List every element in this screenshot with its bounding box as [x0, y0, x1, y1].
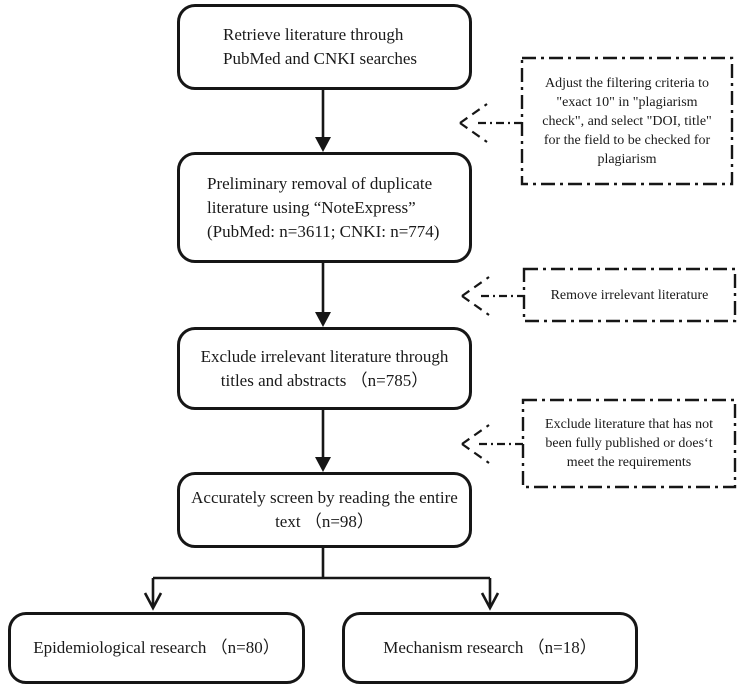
text-line: (PubMed: n=3611; CNKI: n=774) — [207, 221, 440, 241]
text-line: check", and select "DOI, title" — [542, 113, 712, 129]
text-line: literature using “NoteExpress” — [207, 197, 416, 217]
text-line: Mechanism research （n=18） — [383, 638, 597, 657]
text-line: Exclude literature that has not — [545, 417, 713, 432]
text-line: PubMed and CNKI searches — [223, 49, 418, 68]
branch-arrowhead-right — [480, 592, 500, 611]
text-line: "exact 10" in "plagiarism — [556, 94, 698, 110]
note-arrow-filter — [459, 103, 522, 143]
flow-result-epidemiological-research: Epidemiological research （n=80） — [8, 612, 305, 684]
arrowhead-to-fulltext — [315, 457, 331, 472]
flow-step-remove-duplicates: Preliminary removal of duplicate literat… — [177, 152, 472, 263]
text-line: been fully published or does‘t — [545, 436, 713, 451]
text-line: meet the requirements — [566, 455, 692, 470]
text-line: Epidemiological research （n=80） — [33, 638, 280, 657]
text-line: Remove irrelevant literature — [550, 287, 709, 303]
branch-fork — [151, 548, 492, 606]
text-line: text （n=98） — [275, 512, 374, 531]
note-arrow-irrelevant — [461, 276, 525, 316]
note-filter-border — [520, 56, 734, 186]
note-unpublished-border — [521, 398, 737, 489]
flow-step-retrieve-literature: Retrieve literature through PubMed and C… — [177, 4, 472, 90]
flow-step-full-text-screen: Accurately screen by reading the entire … — [177, 472, 472, 548]
text-line: Exclude irrelevant literature through — [200, 346, 449, 366]
note-arrow-unpublished — [461, 424, 523, 464]
arrowhead-to-titles — [315, 312, 331, 327]
text-line: Accurately screen by reading the entire — [191, 488, 458, 507]
flow-result-mechanism-research: Mechanism research （n=18） — [342, 612, 638, 684]
flow-step-screen-titles-abstracts: Exclude irrelevant literature through ti… — [177, 327, 472, 410]
branch-arrowhead-left — [143, 592, 163, 611]
annotation-remove-irrelevant: Remove irrelevant literature — [524, 269, 735, 321]
annotation-exclude-unpublished: Exclude literature that has not been ful… — [523, 400, 735, 487]
text-line: for the field to be checked for — [543, 132, 711, 148]
text-line: Retrieve literature through — [223, 25, 404, 44]
annotation-filtering-criteria: Adjust the filtering criteria to "exact … — [522, 58, 732, 184]
text-line: Preliminary removal of duplicate — [207, 173, 433, 193]
text-line: titles and abstracts （n=785） — [220, 370, 429, 390]
text-line: Adjust the filtering criteria to — [544, 75, 710, 91]
arrowhead-to-dedupe — [315, 137, 331, 152]
text-line: plagiarism — [597, 151, 657, 167]
